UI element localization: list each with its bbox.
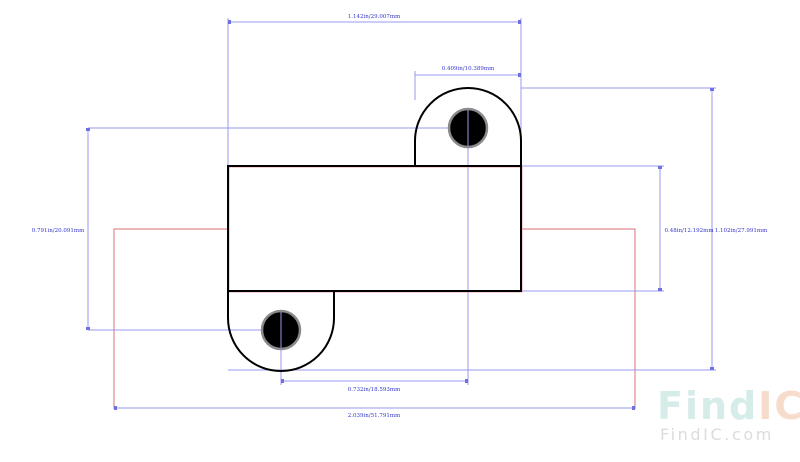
leads (113, 228, 636, 409)
top-tab (414, 87, 522, 166)
component-body (227, 165, 522, 292)
bottom-tab (227, 291, 335, 372)
arrow-mark (518, 20, 521, 24)
label-body-height: 0.48in/12.192mm (664, 228, 714, 234)
arrow-mark (114, 406, 117, 410)
arrow-mark (86, 327, 90, 330)
label-top-tab-width: 0.409in/10.389mm (442, 66, 495, 72)
arrow-mark (658, 166, 662, 169)
arrow-mark (281, 379, 284, 383)
label-overall-body-width: 1.142in/29.007mm (348, 14, 401, 20)
label-overall-height: 1.102in/27.991mm (715, 228, 768, 234)
arrow-mark (518, 73, 521, 77)
arrow-mark (632, 406, 635, 410)
watermark-find: Find (657, 384, 759, 428)
arrow-mark (86, 128, 90, 131)
arrow-mark (658, 288, 662, 291)
body-shadow (228, 166, 523, 293)
dimension-lines (87, 18, 716, 409)
arrow-mark (228, 20, 231, 24)
right-lead (521, 228, 636, 409)
arrow-mark (710, 88, 714, 91)
dimension-labels: 1.142in/29.007mm 0.409in/10.389mm 0.791i… (32, 14, 768, 419)
arrow-mark (465, 379, 468, 383)
dimension-arrows (86, 20, 714, 410)
component-outline (227, 87, 523, 372)
watermark-logo: FindIC (657, 384, 800, 428)
label-pin-pitch-vertical: 0.791in/20.091mm (32, 228, 85, 234)
watermark-domain: FindIC.com (660, 425, 774, 444)
arrow-mark (710, 367, 714, 370)
watermark-ic: IC (758, 384, 800, 428)
left-lead (113, 228, 228, 409)
label-pin-spacing: 0.732in/18.593mm (348, 387, 401, 393)
label-overall-lead-width: 2.039in/51.791mm (348, 413, 401, 419)
